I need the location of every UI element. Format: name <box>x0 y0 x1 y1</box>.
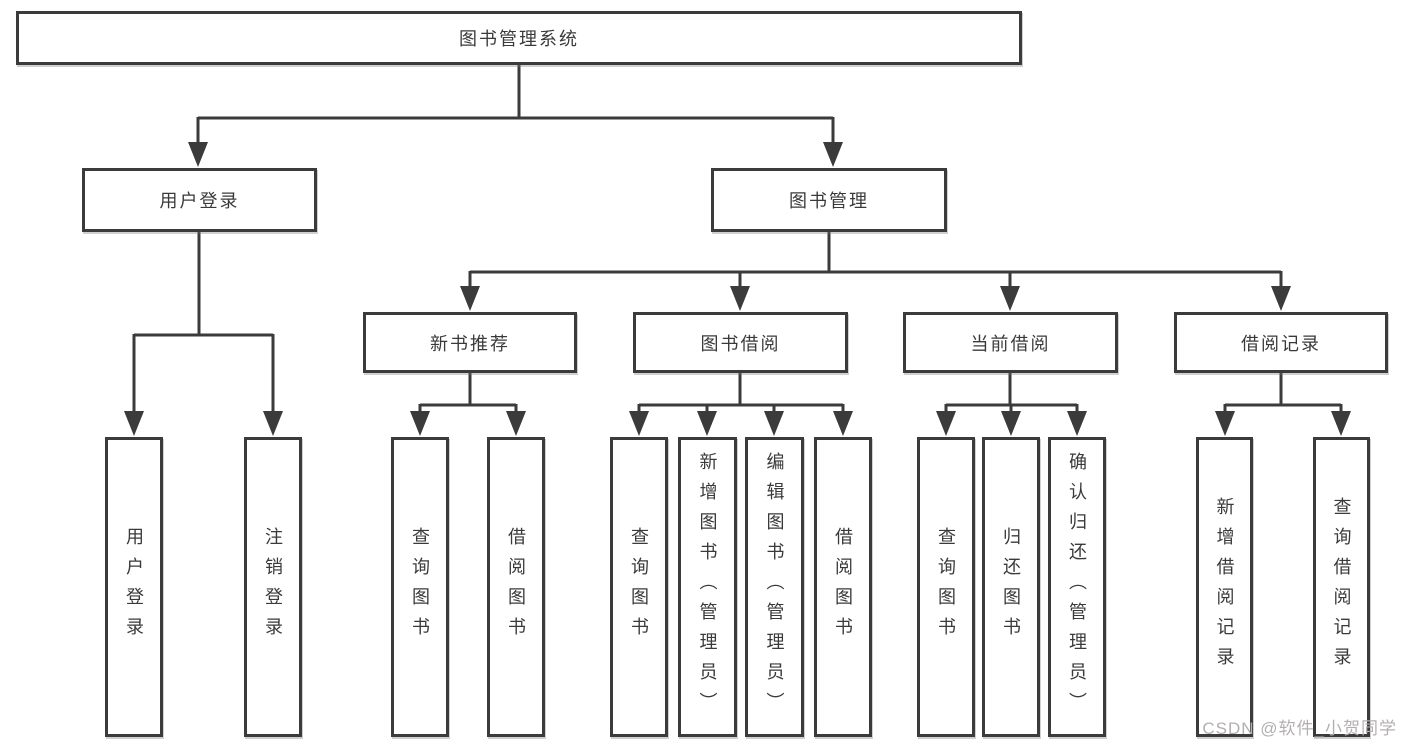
leaf-borrow-edit-books-admin-label: 编辑图书（管理员） <box>764 452 785 722</box>
leaf-newbooks-query-books-label: 查询图书 <box>410 527 430 647</box>
leaf-borrow-query-books: 查询图书 <box>610 437 668 737</box>
csdn-watermark: CSDN @软件_小贺同学 <box>1202 719 1397 738</box>
leaf-borrow-edit-books-admin: 编辑图书（管理员） <box>745 437 804 737</box>
node-root-label: 图书管理系统 <box>459 29 579 49</box>
node-new-books: 新书推荐 <box>363 312 577 373</box>
node-current-borrow-label: 当前借阅 <box>970 333 1051 354</box>
leaf-newbooks-borrow-books-label: 借阅图书 <box>506 527 526 647</box>
node-new-books-label: 新书推荐 <box>430 333 510 354</box>
node-borrow-records: 借阅记录 <box>1174 312 1388 373</box>
leaf-current-confirm-return-admin: 确认归还（管理员） <box>1048 437 1106 737</box>
leaf-borrow-borrow-books: 借阅图书 <box>814 437 872 737</box>
node-borrow-records-label: 借阅记录 <box>1241 333 1321 354</box>
leaf-records-add-record-label: 新增借阅记录 <box>1214 497 1235 677</box>
leaf-borrow-add-books-admin: 新增图书（管理员） <box>678 437 737 737</box>
leaf-records-add-record: 新增借阅记录 <box>1196 437 1253 737</box>
leaf-newbooks-query-books: 查询图书 <box>391 437 449 737</box>
leaf-borrow-borrow-books-label: 借阅图书 <box>833 527 853 647</box>
leaf-current-confirm-return-admin-label: 确认归还（管理员） <box>1067 452 1087 722</box>
leaf-newbooks-borrow-books: 借阅图书 <box>487 437 545 737</box>
leaf-logout-label: 注销登录 <box>263 527 283 647</box>
node-book-mgmt-label: 图书管理 <box>789 191 869 211</box>
node-root: 图书管理系统 <box>16 11 1022 65</box>
leaf-records-query-record: 查询借阅记录 <box>1313 437 1370 737</box>
node-user-login: 用户登录 <box>82 168 317 232</box>
node-book-borrow-label: 图书借阅 <box>700 333 781 354</box>
leaf-records-query-record-label: 查询借阅记录 <box>1331 497 1352 677</box>
leaf-current-query-books-label: 查询图书 <box>936 527 956 647</box>
leaf-borrow-query-books-label: 查询图书 <box>629 527 649 647</box>
node-current-borrow: 当前借阅 <box>903 312 1118 373</box>
node-book-borrow: 图书借阅 <box>633 312 848 373</box>
leaf-current-return-books: 归还图书 <box>982 437 1040 737</box>
leaf-user-login-label: 用户登录 <box>124 527 144 647</box>
leaf-user-login: 用户登录 <box>105 437 163 737</box>
leaf-current-return-books-label: 归还图书 <box>1001 527 1021 647</box>
leaf-logout: 注销登录 <box>244 437 302 737</box>
leaf-current-query-books: 查询图书 <box>917 437 975 737</box>
node-user-login-label: 用户登录 <box>159 191 240 211</box>
node-book-mgmt: 图书管理 <box>711 168 947 232</box>
leaf-borrow-add-books-admin-label: 新增图书（管理员） <box>697 452 718 722</box>
